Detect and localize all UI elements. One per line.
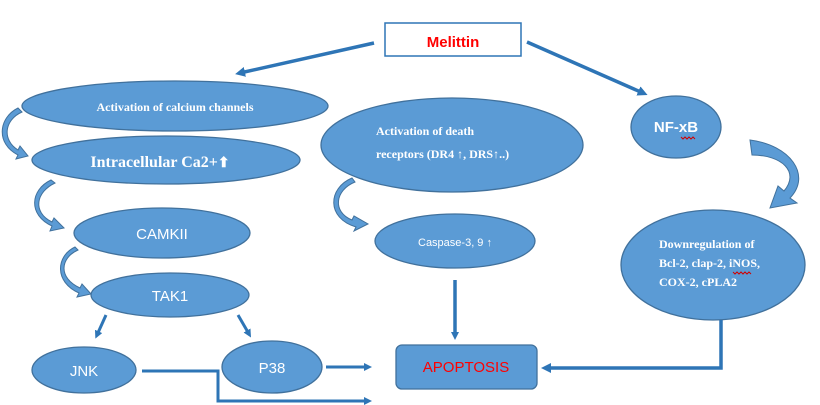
spellcheck-underline — [732, 271, 752, 275]
downregulation-label-line3: COX-2, cPLA2 — [659, 275, 737, 289]
downregulation-label-line1: Downregulation of — [659, 237, 755, 251]
spellcheck-underline — [680, 136, 696, 140]
melittin-label: Melittin — [427, 34, 480, 51]
camkii-node: CAMKII — [73, 207, 251, 259]
jnk-node: JNK — [31, 346, 137, 394]
arrow-tak1-to-p38 — [236, 314, 252, 338]
arrow-tak1-to-jnk — [94, 314, 108, 339]
p38-node: P38 — [221, 340, 323, 394]
caspase-label: Caspase-3, 9 ↑ — [418, 237, 492, 249]
death-receptors-label-line2: receptors (DR4 ↑, DRS↑..) — [376, 147, 509, 161]
p38-label: P38 — [259, 360, 286, 377]
calcium-channels-label: Activation of calcium channels — [97, 100, 254, 114]
apoptosis-node: APOPTOSIS — [395, 344, 538, 390]
jnk-label: JNK — [70, 363, 98, 380]
curved-arrow-camkii-to-tak1 — [60, 246, 92, 298]
up-arrow-icon: ⬆ — [218, 156, 230, 171]
nfkb-label: NF-xB — [654, 119, 698, 136]
arrow-downregulation-to-apoptosis — [541, 320, 723, 373]
curved-arrow-death-to-caspase — [333, 177, 370, 233]
nfkb-node: NF-xB — [630, 95, 722, 159]
curved-arrow-nfkb-to-downregulation — [749, 139, 800, 209]
apoptosis-label: APOPTOSIS — [423, 359, 509, 376]
arrow-jnk-to-apoptosis — [142, 369, 372, 405]
curved-arrow-ca-to-camkii — [34, 179, 66, 232]
death-receptors-node: Activation of death receptors (DR4 ↑, DR… — [320, 97, 584, 193]
curved-arrow-calcium-to-ca — [1, 107, 29, 160]
tak1-label: TAK1 — [152, 288, 188, 305]
calcium-channels-node: Activation of calcium channels — [21, 80, 329, 132]
downregulation-label-line2: Bcl-2, clap-2, iNOS, — [659, 256, 760, 270]
arrow-melittin-to-calcium — [235, 41, 375, 77]
svg-text:Intracellular Ca2+⬆: Intracellular Ca2+⬆ — [90, 154, 229, 171]
intracellular-ca-node: Intracellular Ca2+⬆ — [31, 135, 301, 185]
intracellular-ca-label: Intracellular Ca2+ — [90, 154, 217, 171]
arrow-melittin-to-nfkb — [526, 40, 648, 96]
death-receptors-label-line1: Activation of death — [376, 124, 474, 138]
caspase-node: Caspase-3, 9 ↑ — [374, 213, 536, 269]
melittin-node: Melittin — [384, 22, 522, 57]
tak1-node: TAK1 — [90, 272, 250, 318]
camkii-label: CAMKII — [136, 226, 188, 243]
downregulation-node: Downregulation of Bcl-2, clap-2, iNOS, C… — [620, 209, 806, 321]
